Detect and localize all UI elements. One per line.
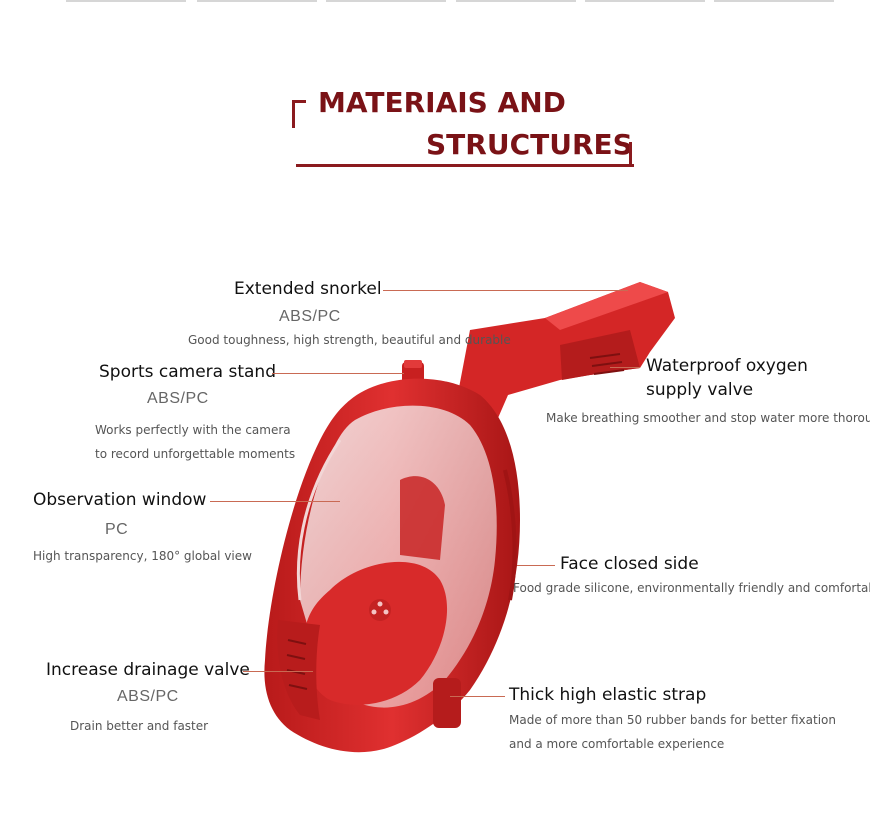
camera-desc-1: Works perfectly with the camera (95, 423, 291, 437)
title-bracket-right (629, 142, 632, 167)
drainage-grill-icon (277, 620, 320, 720)
window-leader (210, 501, 340, 502)
strap-clip-icon (433, 678, 461, 728)
top-divider-4 (456, 0, 576, 2)
drainage-material: ABS/PC (117, 688, 179, 705)
camera-leader (272, 373, 404, 374)
title-line-1: MATERIAIS AND (318, 86, 566, 119)
window-material: PC (105, 521, 129, 538)
oxygen-leader (610, 367, 640, 368)
oxygen-heading-1: Waterproof oxygen (646, 356, 808, 376)
strap-leader (450, 696, 505, 697)
snorkel-heading: Extended snorkel (234, 279, 382, 299)
drainage-desc: Drain better and faster (70, 719, 209, 733)
title-bracket-left (292, 100, 295, 128)
oxygen-desc: Make breathing smoother and stop water m… (546, 411, 870, 425)
strap-heading: Thick high elastic strap (509, 685, 707, 705)
top-divider-1 (66, 0, 186, 2)
top-divider-5 (585, 0, 705, 2)
top-divider-2 (197, 0, 317, 2)
strap-desc-2: and a more comfortable experience (509, 737, 725, 751)
section-title: MATERIAIS AND STRUCTURES (292, 84, 634, 170)
camera-material: ABS/PC (147, 390, 209, 407)
title-bracket-top (292, 100, 306, 103)
camera-heading: Sports camera stand (99, 362, 276, 382)
breathing-valve-icon (369, 599, 391, 621)
drainage-leader (243, 671, 313, 672)
camera-desc-2: to record unforgettable moments (95, 447, 296, 461)
snorkel-leader (383, 290, 628, 291)
face-desc: Food grade silicone, environmentally fri… (513, 581, 870, 595)
strap-desc-1: Made of more than 50 rubber bands for be… (509, 713, 836, 727)
title-line-2: STRUCTURES (426, 128, 633, 161)
face-heading: Face closed side (560, 554, 699, 574)
face-leader (517, 565, 555, 566)
snorkel-desc: Good toughness, high strength, beautiful… (188, 333, 511, 347)
drainage-heading: Increase drainage valve (46, 660, 250, 680)
top-divider-3 (326, 0, 446, 2)
top-divider-6 (714, 0, 834, 2)
window-heading: Observation window (33, 490, 207, 510)
title-bracket-bottom (296, 164, 634, 167)
snorkel-material: ABS/PC (279, 308, 341, 325)
oxygen-heading-2: supply valve (646, 380, 754, 400)
window-desc: High transparency, 180° global view (33, 549, 252, 563)
